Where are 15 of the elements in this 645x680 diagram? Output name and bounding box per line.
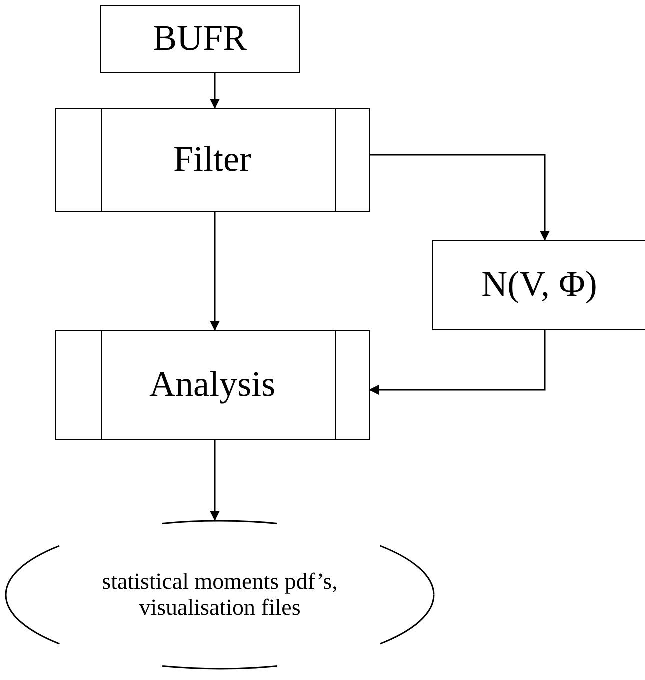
- arrow: [210, 212, 220, 331]
- process-box: [55, 330, 370, 440]
- node-label: statistical moments pdf’s, visualisation files: [101, 568, 339, 622]
- arrow: [210, 73, 220, 109]
- process-box: [55, 108, 370, 212]
- node-label: Analysis: [150, 364, 276, 406]
- node-label: BUFR: [152, 18, 248, 60]
- node-label: Filter: [174, 139, 252, 181]
- node-label: N(V, Φ): [482, 264, 598, 306]
- arrow: [370, 154, 550, 241]
- data-box: [432, 240, 645, 330]
- output-ellipse: [5, 520, 435, 670]
- arrow: [210, 440, 220, 521]
- arrow: [369, 330, 546, 395]
- data-box: [100, 5, 300, 73]
